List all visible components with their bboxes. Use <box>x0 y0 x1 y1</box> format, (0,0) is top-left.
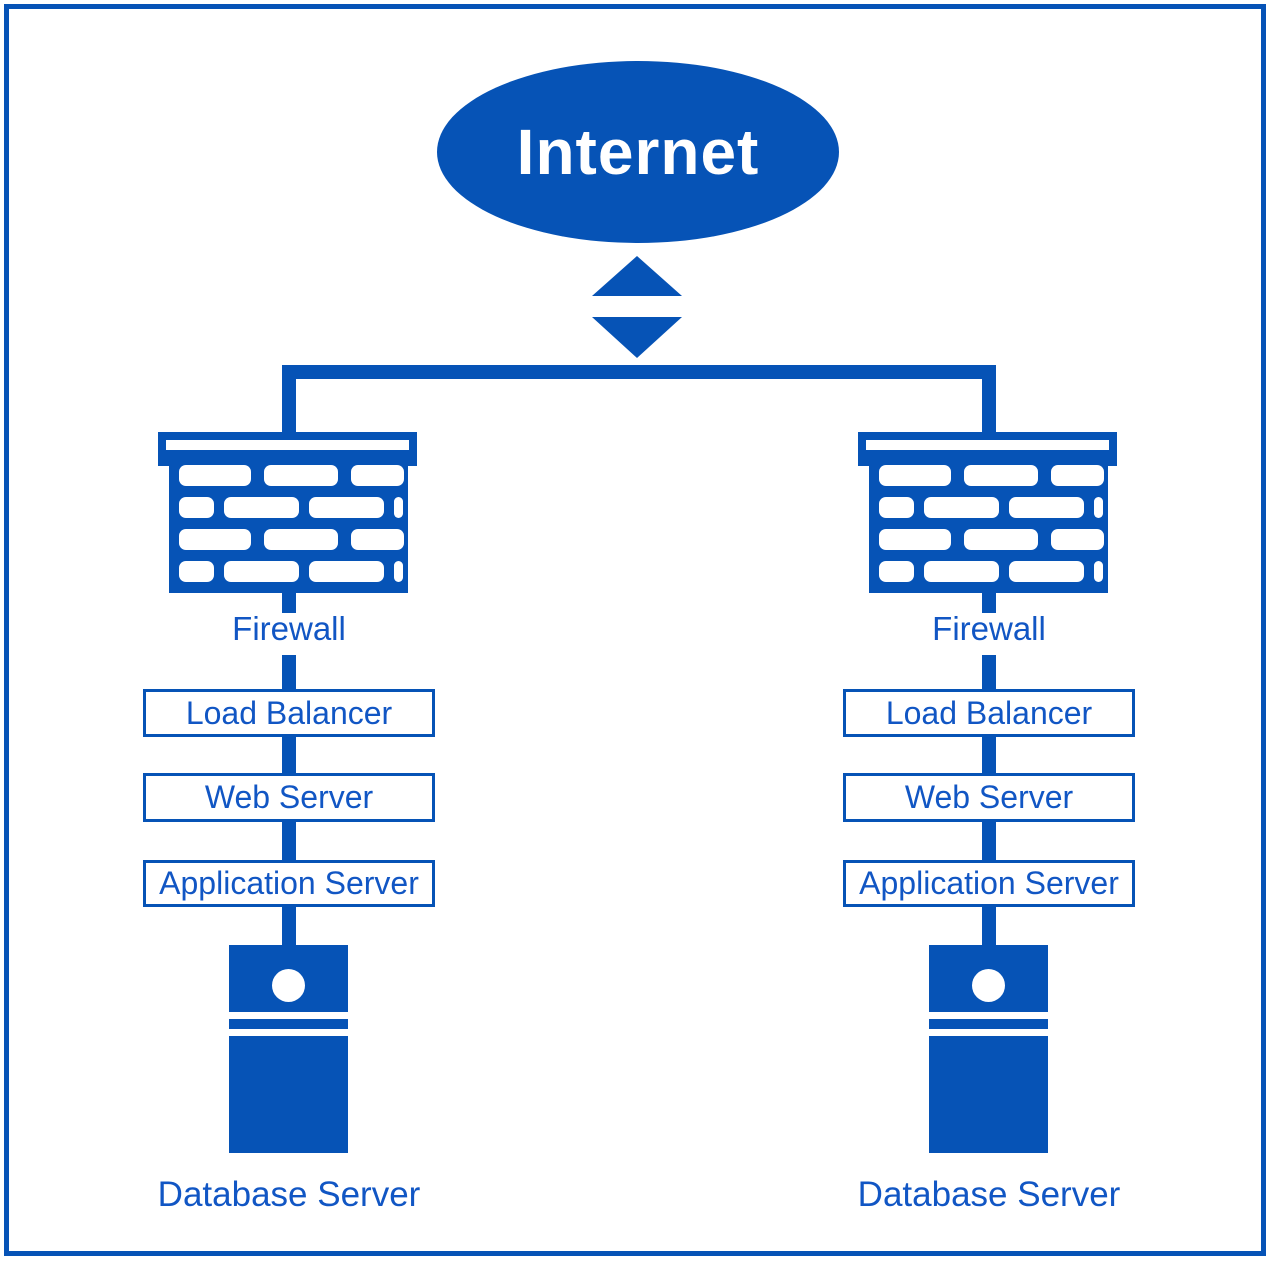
web-server-node: Web Server <box>843 773 1135 822</box>
firewall-cap <box>858 432 1117 458</box>
internet-label: Internet <box>516 116 760 188</box>
brick-row <box>169 497 408 518</box>
firewall-brick <box>264 529 338 550</box>
database-stripe <box>229 1019 348 1029</box>
connector-line <box>982 655 996 689</box>
application-server-node: Application Server <box>843 860 1135 907</box>
brick-row <box>869 561 1108 582</box>
up-arrow-icon <box>592 256 682 296</box>
brick-row <box>169 465 408 486</box>
firewall-cap-tab <box>858 457 871 466</box>
firewall-brick <box>179 465 251 486</box>
database-gap <box>229 1029 348 1036</box>
firewall-wall <box>869 457 1108 593</box>
connector-line <box>282 822 296 860</box>
firewall-brick <box>1009 561 1084 582</box>
web-server-node: Web Server <box>143 773 435 822</box>
brick-row <box>869 465 1108 486</box>
firewall-brick <box>1051 529 1104 550</box>
load-balancer-node: Load Balancer <box>843 689 1135 737</box>
firewall-brick <box>1094 497 1103 518</box>
connector-line <box>982 822 996 860</box>
firewall-brick <box>879 529 951 550</box>
firewall-label: Firewall <box>932 610 1046 647</box>
firewall-brick <box>179 561 214 582</box>
firewall-wall <box>169 457 408 593</box>
diagram-border <box>4 4 1266 1256</box>
firewall-cap-tab <box>158 457 171 466</box>
firewall-brick <box>351 465 404 486</box>
firewall-brick <box>309 497 384 518</box>
database-body <box>929 1036 1048 1153</box>
trunk-connector-line <box>282 365 996 379</box>
firewall-brick <box>309 561 384 582</box>
brick-row <box>169 561 408 582</box>
firewall-brick <box>224 497 299 518</box>
connector-line <box>982 365 996 436</box>
connector-line <box>282 737 296 773</box>
database-gap <box>929 1029 1048 1036</box>
connector-line <box>282 365 296 436</box>
database-server-icon <box>229 945 348 1153</box>
firewall-label: Firewall <box>232 610 346 647</box>
connector-line <box>982 907 996 945</box>
database-led-circle <box>972 969 1005 1002</box>
load-balancer-node: Load Balancer <box>143 689 435 737</box>
firewall-brick <box>224 561 299 582</box>
firewall-cap-tab <box>404 457 417 466</box>
brick-row <box>169 529 408 550</box>
connector-line <box>282 593 296 613</box>
database-gap <box>229 1012 348 1019</box>
database-server-label: Database Server <box>157 1175 421 1214</box>
firewall-cap-tab <box>1104 457 1117 466</box>
firewall-brick <box>964 529 1038 550</box>
database-led-circle <box>272 969 305 1002</box>
database-server-label: Database Server <box>857 1175 1121 1214</box>
database-body <box>229 1036 348 1153</box>
firewall-brick <box>394 497 403 518</box>
firewall-brick <box>879 497 914 518</box>
connector-line <box>982 593 996 613</box>
database-top-panel <box>929 945 1048 1012</box>
internet-node: Internet <box>437 61 839 243</box>
connector-line <box>282 907 296 945</box>
connector-line <box>982 737 996 773</box>
firewall-brick <box>924 561 999 582</box>
firewall-brick <box>879 561 914 582</box>
database-top-panel <box>229 945 348 1012</box>
down-arrow-icon <box>592 317 682 358</box>
branch-left: Firewall Load Balancer Web Server Applic… <box>143 365 435 1225</box>
brick-row <box>869 497 1108 518</box>
database-server-icon <box>929 945 1048 1153</box>
database-stripe <box>929 1019 1048 1029</box>
brick-row <box>869 529 1108 550</box>
firewall-brick <box>924 497 999 518</box>
firewall-brick <box>394 561 403 582</box>
firewall-brick <box>264 465 338 486</box>
firewall-brick <box>179 529 251 550</box>
connector-line <box>282 655 296 689</box>
firewall-brick <box>964 465 1038 486</box>
application-server-node: Application Server <box>143 860 435 907</box>
firewall-brick <box>879 465 951 486</box>
firewall-brick <box>1009 497 1084 518</box>
firewall-brick <box>1094 561 1103 582</box>
firewall-brick <box>179 497 214 518</box>
branch-right: Firewall Load Balancer Web Server Applic… <box>843 365 1135 1225</box>
database-gap <box>929 1012 1048 1019</box>
firewall-cap <box>158 432 417 458</box>
firewall-brick <box>1051 465 1104 486</box>
firewall-brick <box>351 529 404 550</box>
